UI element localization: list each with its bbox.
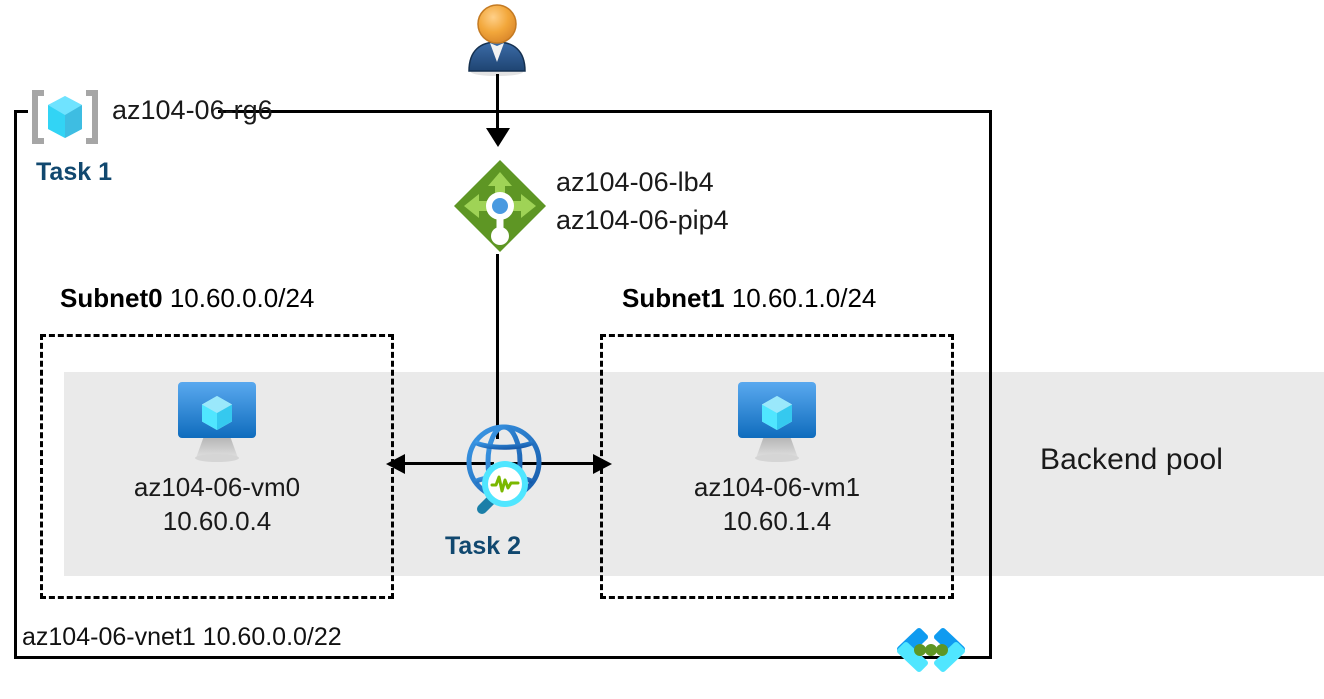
- vm1-block: az104-06-vm1 10.60.1.4: [627, 378, 927, 538]
- resource-group-boundary: [14, 110, 992, 659]
- subnet0-cidr: 10.60.0.0/24: [169, 283, 315, 313]
- connector-to-subnet1: [500, 462, 600, 465]
- vm0-icon: [67, 378, 367, 470]
- vm0-ip: 10.60.0.4: [162, 506, 272, 536]
- connector-to-subnet0: [394, 462, 494, 465]
- arrowhead-left: [386, 453, 406, 475]
- load-balancer-labels: az104-06-lb4 az104-06-pip4: [556, 163, 729, 239]
- vm1-icon: [627, 378, 927, 470]
- public-ip-name: az104-06-pip4: [556, 205, 729, 235]
- load-balancer-name: az104-06-lb4: [556, 167, 714, 197]
- virtual-network-icon: [893, 628, 969, 672]
- subnet0-title: Subnet0 10.60.0.0/24: [60, 283, 314, 314]
- connector-lb-to-backend: [496, 254, 499, 439]
- arrowhead-right: [592, 453, 612, 475]
- vm0-block: az104-06-vm0 10.60.0.4: [67, 378, 367, 538]
- subnet0-name: Subnet0: [60, 283, 163, 313]
- user-icon: [461, 2, 533, 76]
- vnet-label: az104-06-vnet1 10.60.0.0/22: [22, 623, 342, 651]
- task-2-label: Task 2: [445, 532, 521, 560]
- network-watcher-icon: [455, 418, 551, 526]
- subnet1-cidr: 10.60.1.0/24: [731, 283, 877, 313]
- vm1-ip: 10.60.1.4: [722, 506, 832, 536]
- arrowhead-user-to-lb: [484, 128, 512, 148]
- subnet1-name: Subnet1: [622, 283, 725, 313]
- vm1-name: az104-06-vm1: [693, 472, 861, 502]
- connector-user-to-lb: [496, 74, 499, 136]
- vm0-name: az104-06-vm0: [133, 472, 301, 502]
- task-1-label: Task 1: [36, 158, 112, 186]
- backend-pool-label: Backend pool: [1040, 443, 1224, 476]
- subnet1-title: Subnet1 10.60.1.0/24: [622, 283, 876, 314]
- load-balancer-icon: [452, 158, 548, 256]
- backend-pool-band: [64, 372, 1324, 576]
- resource-group-icon: [26, 88, 110, 146]
- resource-group-name: az104-06-rg6: [112, 95, 273, 125]
